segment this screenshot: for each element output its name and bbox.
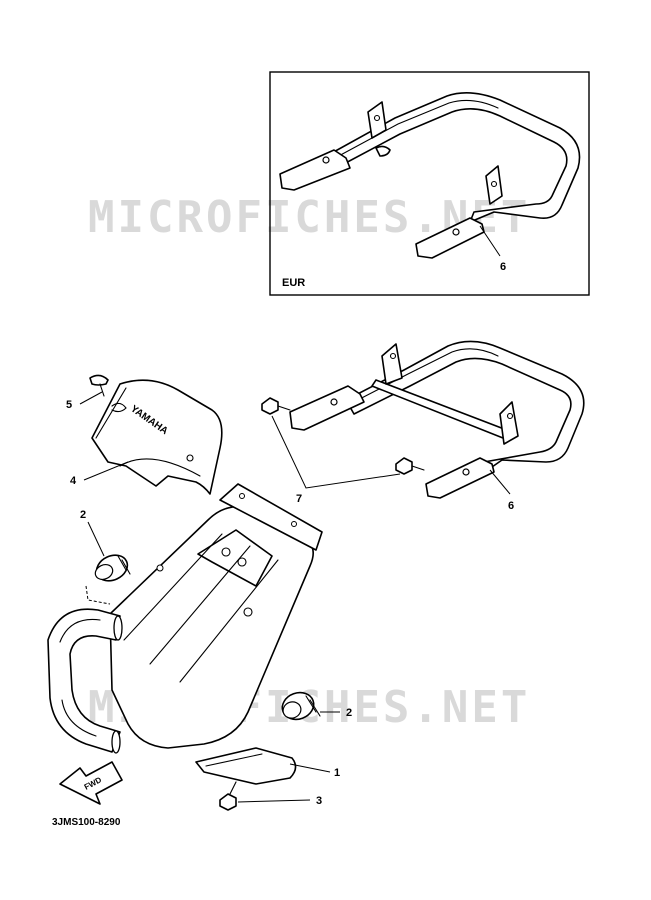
inset-label-eur: EUR: [282, 277, 305, 289]
eur-inset: 6 EUR: [269, 71, 590, 296]
callout-2-upper: 2: [80, 509, 86, 521]
callout-3: 3: [316, 795, 322, 807]
bolt-7-upper: [261, 397, 291, 415]
grommet-2-right: [281, 691, 321, 721]
callout-6-main: 6: [508, 500, 514, 512]
heat-cover-4: YAMAHA: [91, 379, 223, 495]
callout-4: 4: [70, 475, 77, 487]
inset-frame: [269, 71, 590, 296]
muffler-1: [47, 483, 323, 785]
screw-5: [89, 374, 109, 397]
callout-7: 7: [296, 493, 302, 505]
callout-2-lower: 2: [346, 707, 352, 719]
fwd-arrow: FWD: [59, 761, 123, 805]
callout-6-inset: 6: [500, 261, 506, 273]
grommet-2-left: [94, 554, 131, 582]
part-number: 3JMS100-8290: [52, 817, 121, 828]
bolt-7-lower: [395, 457, 425, 475]
bolt-3: [219, 781, 237, 811]
callout-1: 1: [334, 767, 340, 779]
grab-bar-main: [289, 340, 585, 499]
callout-5: 5: [66, 399, 72, 411]
